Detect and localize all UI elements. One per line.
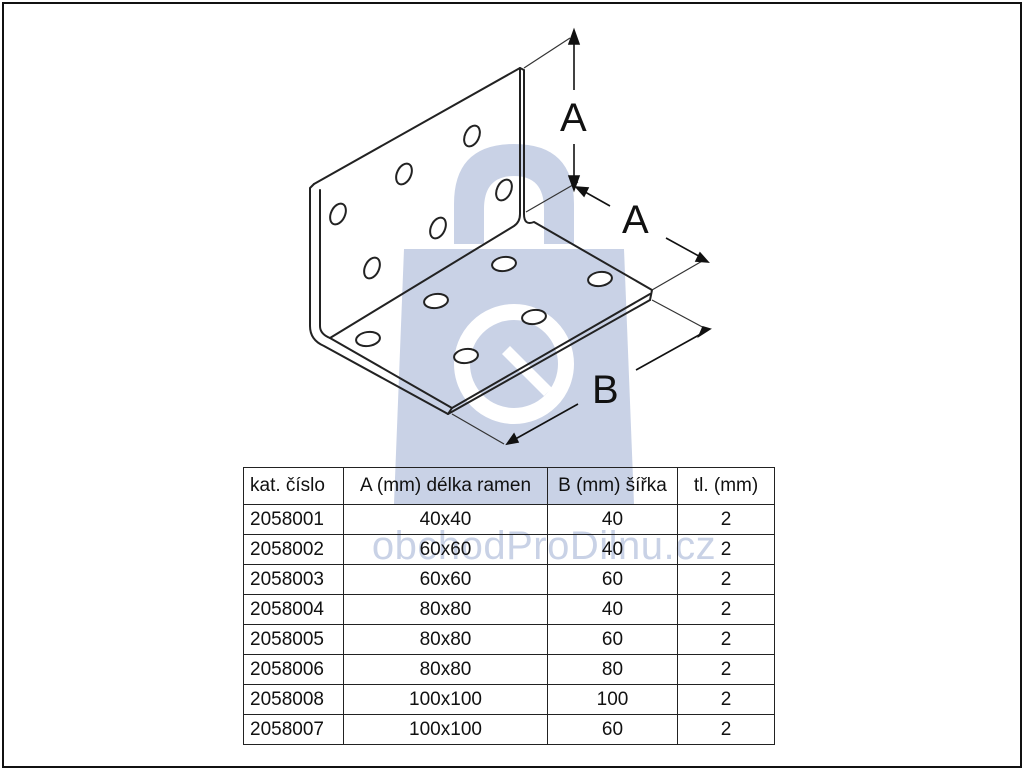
dimension-arrows bbox=[505, 27, 712, 446]
dimension-label-a-horizontal: A bbox=[622, 198, 649, 242]
cell-a-length: 60x60 bbox=[343, 564, 548, 595]
table-row: 2058005 80x80 60 2 bbox=[243, 624, 775, 655]
table-row: 2058002 60x60 40 2 bbox=[243, 534, 775, 565]
cell-cat-number: 2058004 bbox=[243, 594, 344, 625]
vertical-plate-outline bbox=[313, 67, 653, 301]
table-header-row: kat. číslo A (mm) délka ramen B (mm) šíř… bbox=[243, 467, 775, 505]
cell-b-width: 60 bbox=[547, 564, 678, 595]
cell-b-width: 60 bbox=[547, 714, 678, 745]
cell-a-length: 80x80 bbox=[343, 654, 548, 685]
cell-a-length: 60x60 bbox=[343, 534, 548, 565]
cell-b-width: 40 bbox=[547, 504, 678, 535]
cell-cat-number: 2058008 bbox=[243, 684, 344, 715]
vertical-plate-holes bbox=[329, 124, 513, 280]
cell-a-length: 100x100 bbox=[343, 714, 548, 745]
table-row: 2058001 40x40 40 2 bbox=[243, 504, 775, 535]
cell-b-width: 60 bbox=[547, 624, 678, 655]
table-row: 2058008 100x100 100 2 bbox=[243, 684, 775, 715]
cell-a-length: 80x80 bbox=[343, 624, 548, 655]
cell-thickness: 2 bbox=[677, 654, 775, 685]
cell-b-width: 80 bbox=[547, 654, 678, 685]
cell-cat-number: 2058005 bbox=[243, 624, 344, 655]
header-a-length: A (mm) délka ramen bbox=[343, 467, 548, 505]
cell-a-length: 100x100 bbox=[343, 684, 548, 715]
cell-thickness: 2 bbox=[677, 624, 775, 655]
cell-thickness: 2 bbox=[677, 714, 775, 745]
cell-b-width: 40 bbox=[547, 534, 678, 565]
header-b-width: B (mm) šířka bbox=[547, 467, 678, 505]
table-row: 2058007 100x100 60 2 bbox=[243, 714, 775, 745]
cell-cat-number: 2058007 bbox=[243, 714, 344, 745]
dimension-lines bbox=[451, 37, 709, 445]
cell-thickness: 2 bbox=[677, 564, 775, 595]
spec-table: kat. číslo A (mm) délka ramen B (mm) šíř… bbox=[243, 467, 775, 745]
cell-b-width: 100 bbox=[547, 684, 678, 715]
horizontal-plate-holes bbox=[355, 255, 613, 365]
cell-thickness: 2 bbox=[677, 594, 775, 625]
cell-cat-number: 2058006 bbox=[243, 654, 344, 685]
cell-thickness: 2 bbox=[677, 504, 775, 535]
header-cat-number: kat. číslo bbox=[243, 467, 344, 505]
cell-b-width: 40 bbox=[547, 594, 678, 625]
cell-cat-number: 2058003 bbox=[243, 564, 344, 595]
cell-thickness: 2 bbox=[677, 534, 775, 565]
cell-a-length: 80x80 bbox=[343, 594, 548, 625]
dimension-label-b: B bbox=[592, 368, 619, 412]
table-row: 2058003 60x60 60 2 bbox=[243, 564, 775, 595]
cell-thickness: 2 bbox=[677, 684, 775, 715]
watermark-shackle-icon bbox=[454, 144, 574, 244]
cell-cat-number: 2058001 bbox=[243, 504, 344, 535]
table-row: 2058006 80x80 80 2 bbox=[243, 654, 775, 685]
cell-a-length: 40x40 bbox=[343, 504, 548, 535]
dimension-label-a-vertical: A bbox=[560, 96, 587, 140]
cell-cat-number: 2058002 bbox=[243, 534, 344, 565]
angle-bracket-drawing bbox=[309, 27, 712, 446]
header-thickness: tl. (mm) bbox=[677, 467, 775, 505]
table-row: 2058004 80x80 40 2 bbox=[243, 594, 775, 625]
